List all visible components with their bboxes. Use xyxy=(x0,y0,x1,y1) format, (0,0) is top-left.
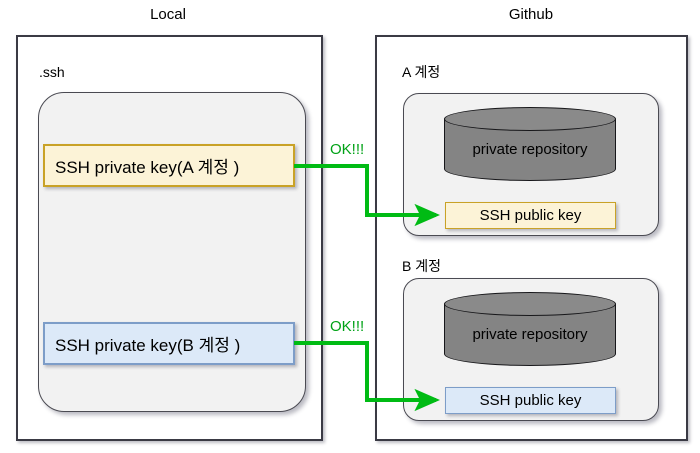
github-column-caption: Github xyxy=(508,6,554,23)
github-account-b-label: B 계정 xyxy=(402,258,441,274)
private-key-b-chip[interactable]: SSH private key(B 계정 ) xyxy=(43,322,295,365)
public-key-b-chip[interactable]: SSH public key xyxy=(445,387,616,414)
connector-b-ok-label: OK!!! xyxy=(330,318,365,335)
local-column-caption: Local xyxy=(150,6,186,23)
public-key-a-chip[interactable]: SSH public key xyxy=(445,202,616,229)
github-account-a-box: private repository SSH public key xyxy=(403,93,659,236)
private-repository-b-cylinder: private repository xyxy=(444,292,616,367)
connector-a-ok-label: OK!!! xyxy=(330,141,365,158)
private-key-a-chip[interactable]: SSH private key(A 계정 ) xyxy=(43,144,295,187)
private-repository-a-cylinder: private repository xyxy=(444,107,616,182)
private-repository-b-label: private repository xyxy=(472,326,588,343)
ssh-folder-label: .ssh xyxy=(39,64,65,80)
private-repository-a-label: private repository xyxy=(472,141,588,158)
github-account-b-box: private repository SSH public key xyxy=(403,278,659,421)
github-account-a-label: A 계정 xyxy=(402,64,441,80)
